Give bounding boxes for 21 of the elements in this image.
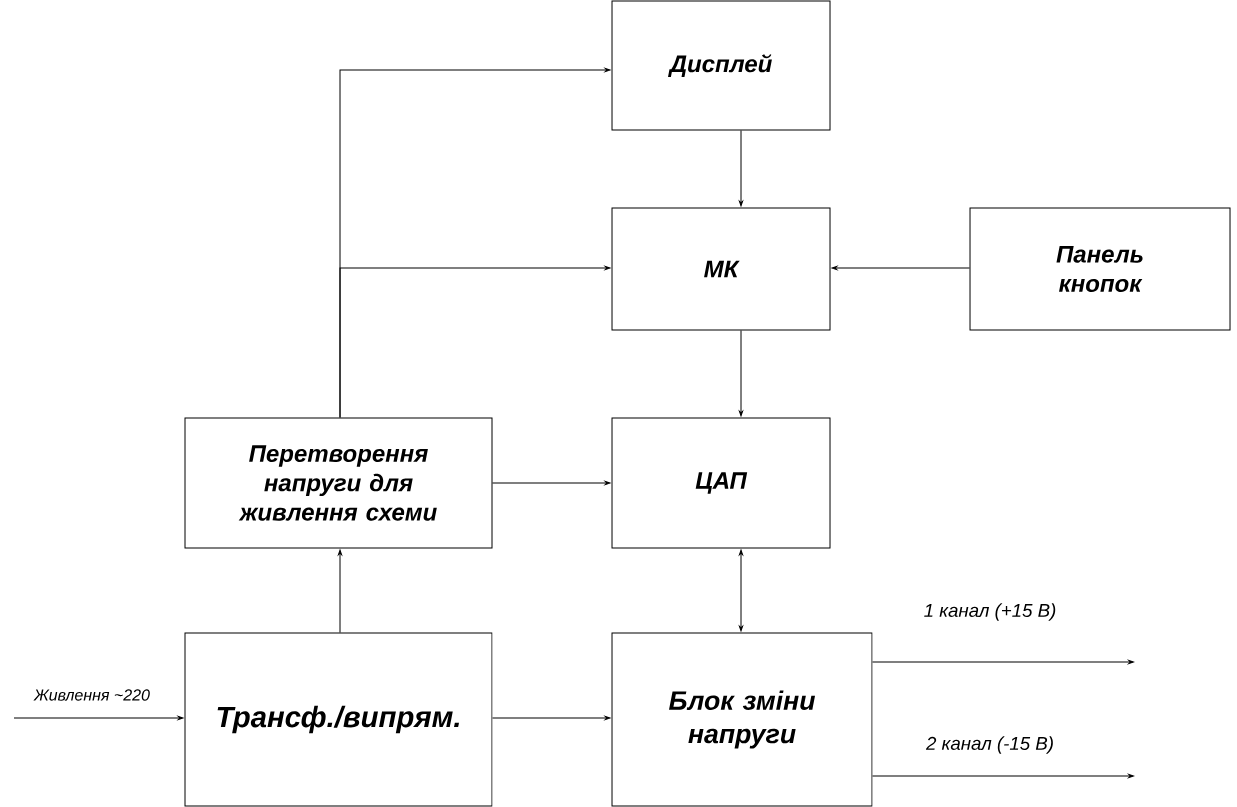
block-box: Перетворення напруги для живлення схеми <box>184 417 493 549</box>
block-box: МК <box>611 207 831 331</box>
block-box: Блок зміни напруги <box>611 632 873 807</box>
arrow <box>738 549 744 632</box>
arrow <box>492 480 611 486</box>
arrow <box>831 265 970 271</box>
arrow <box>13 715 184 721</box>
block-box: Трансф./випрям. <box>184 632 493 807</box>
edge-label: 2 канал (-15 В) <box>925 736 1053 754</box>
arrow <box>738 130 744 207</box>
block-box: Дисплей <box>611 0 831 131</box>
arrow <box>337 549 343 633</box>
block-box: ЦАП <box>611 417 831 549</box>
arrow <box>492 715 611 721</box>
arrow <box>872 659 1134 665</box>
edge-label: Живлення ~220 <box>33 689 150 701</box>
arrow <box>738 330 744 417</box>
arrow <box>872 773 1134 779</box>
block-box: Панель кнопок <box>969 207 1231 331</box>
edge-label: 1 канал (+15 В) <box>924 603 1056 621</box>
arrow <box>339 265 611 418</box>
